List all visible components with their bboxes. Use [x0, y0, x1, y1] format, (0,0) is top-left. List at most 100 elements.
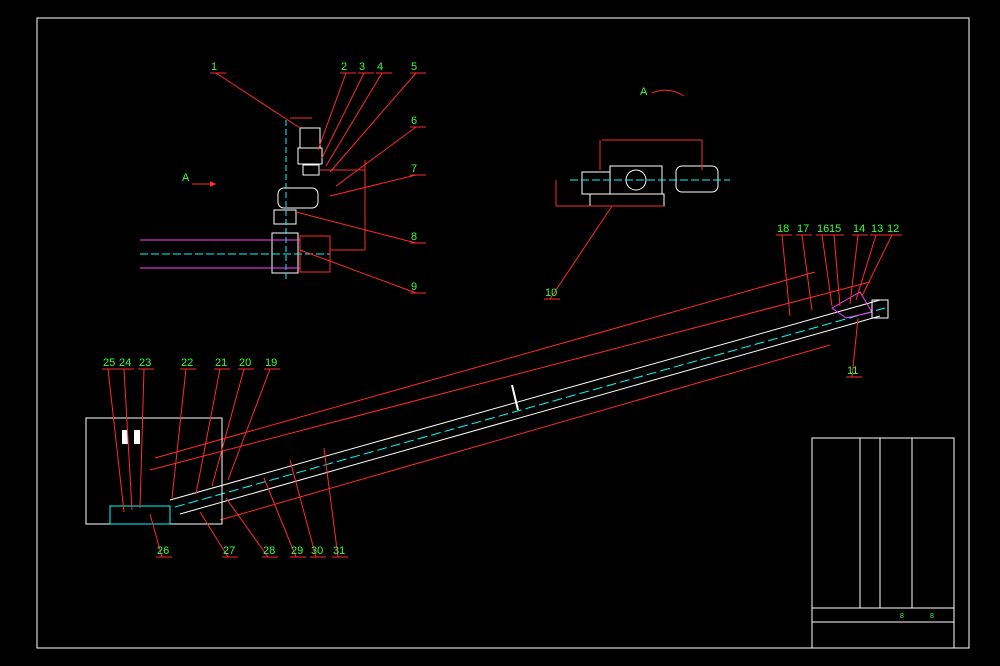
belt-bottom-line	[179, 315, 881, 515]
conveyor-centerline	[174, 307, 886, 508]
aa-motor	[581, 171, 611, 195]
callout-label-5: 5	[411, 61, 417, 73]
callout-label-9: 9	[411, 281, 417, 293]
callout-label-4: 4	[377, 61, 383, 73]
break-mark	[511, 384, 519, 411]
drum-frame	[299, 235, 331, 273]
callout-label-17: 17	[797, 223, 809, 235]
section-a-view: A	[555, 86, 730, 207]
callout-leader-8	[295, 211, 417, 244]
callout-label-20: 20	[239, 357, 251, 369]
callout-leader-10	[549, 205, 613, 300]
callout-leader-16	[821, 234, 833, 307]
callout-leader-7	[329, 174, 417, 197]
callout-leader-12	[861, 234, 893, 297]
head-pulley	[871, 299, 889, 319]
callout-leader-14	[849, 234, 859, 305]
callout-leader-27	[199, 511, 229, 558]
callout-leader-11	[851, 317, 859, 378]
motor-block	[299, 127, 321, 149]
callout-label-18: 18	[777, 223, 789, 235]
callout-label-7: 7	[411, 163, 417, 175]
callout-label-30: 30	[311, 545, 323, 557]
callout-leader-17	[801, 234, 813, 311]
section-a-arrowhead	[210, 181, 216, 187]
drive-assembly-view: A	[140, 117, 366, 282]
callout-label-25: 25	[103, 357, 115, 369]
callout-label-11: 11	[847, 365, 858, 377]
reducer-housing	[277, 187, 319, 209]
callout-label-16: 16	[817, 223, 829, 235]
section-a-arrow-label: A	[182, 172, 190, 184]
parts-list-frame	[811, 437, 955, 649]
callout-label-19: 19	[265, 357, 277, 369]
callout-label-6: 6	[411, 115, 417, 127]
callout-leader-26	[149, 513, 163, 558]
parts-list-table: 8 8	[811, 437, 955, 649]
callout-label-27: 27	[223, 545, 235, 557]
callout-label-28: 28	[263, 545, 275, 557]
callout-label-2: 2	[341, 61, 347, 73]
tail-pulley-frame	[109, 505, 171, 525]
dim-overall-length	[149, 281, 871, 471]
callout-leader-9	[299, 249, 417, 294]
callout-label-10: 10	[545, 287, 557, 299]
title-cell-b: 8	[930, 613, 934, 620]
callout-leader-2	[317, 72, 347, 151]
callout-leader-5	[329, 72, 417, 173]
callout-label-26: 26	[157, 545, 169, 557]
callout-label-29: 29	[291, 545, 303, 557]
callout-leader-13	[855, 234, 877, 301]
callout-leader-19	[227, 368, 271, 481]
belt-top-line	[169, 299, 881, 501]
callout-leader-29	[263, 477, 297, 558]
brake-block	[302, 164, 320, 176]
callout-label-21: 21	[215, 357, 227, 369]
callout-leader-31	[323, 447, 339, 558]
section-a-title: A	[640, 86, 648, 98]
callout-label-22: 22	[181, 357, 193, 369]
callout-label-23: 23	[139, 357, 151, 369]
callout-leader-4	[325, 72, 383, 167]
callout-label-31: 31	[333, 545, 345, 557]
tail-post-2	[134, 430, 140, 444]
callout-leader-21	[195, 368, 221, 495]
callout-leader-28	[225, 497, 269, 558]
section-a-title-arrow	[651, 89, 685, 97]
frame-lower-line	[219, 344, 831, 521]
frame-upper-line	[154, 271, 816, 459]
callout-label-1: 1	[211, 61, 217, 73]
inclined-conveyor-view	[85, 271, 889, 525]
callout-leader-18	[781, 234, 791, 317]
callout-leader-1	[215, 72, 301, 129]
callout-leader-24	[123, 368, 133, 511]
drawing-frame	[36, 17, 970, 649]
head-pulley-frame	[831, 291, 873, 319]
callout-leader-15	[833, 234, 841, 307]
callout-label-14: 14	[853, 223, 865, 235]
callout-leader-22	[171, 368, 187, 499]
callout-label-8: 8	[411, 231, 417, 243]
technical-notes	[652, 480, 802, 610]
aa-base-frame	[589, 193, 665, 207]
callout-leader-25	[107, 368, 125, 513]
tail-post-1	[122, 430, 128, 444]
callout-label-3: 3	[359, 61, 365, 73]
callout-label-15: 15	[829, 223, 841, 235]
callout-leader-3	[321, 72, 365, 159]
callout-leader-30	[289, 459, 317, 558]
bearing-block	[273, 209, 297, 225]
callout-leader-20	[211, 368, 245, 487]
notes-area	[652, 480, 802, 610]
aa-drive-motor	[675, 165, 719, 193]
callout-label-13: 13	[871, 223, 883, 235]
drive-drum	[271, 232, 299, 274]
callout-label-12: 12	[887, 223, 899, 235]
title-cell-a: 8	[900, 613, 904, 620]
callout-leader-23	[139, 368, 145, 509]
callout-leader-6	[335, 126, 417, 187]
callout-label-24: 24	[119, 357, 131, 369]
